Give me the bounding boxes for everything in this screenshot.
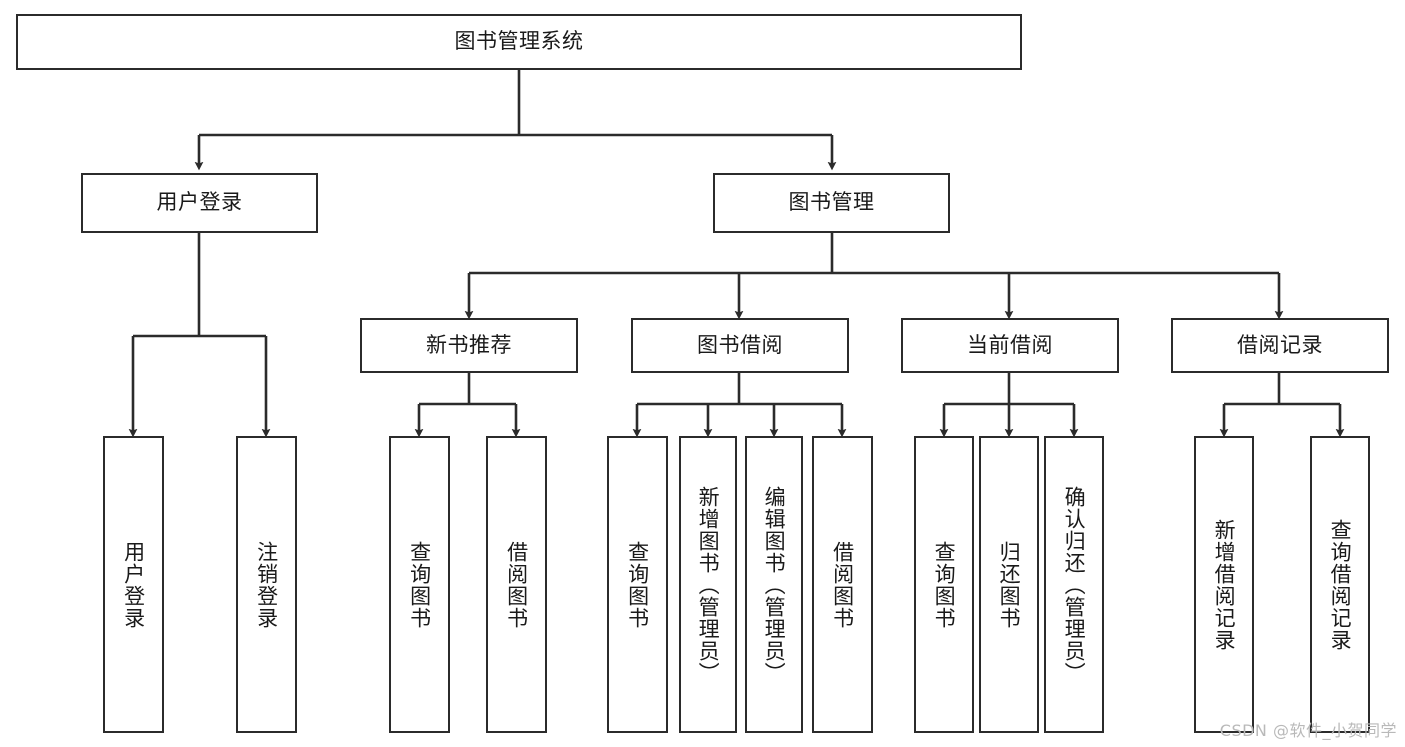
node-leaf-edit-book-admin[interactable]: 编辑图书（管理员） — [745, 436, 803, 733]
node-leaf-add-book-admin[interactable]: 新增图书（管理员） — [679, 436, 737, 733]
node-label: 借阅图书 — [504, 540, 529, 629]
node-leaf-user-login[interactable]: 用户登录 — [103, 436, 164, 733]
node-root-book-management-system[interactable]: 图书管理系统 — [16, 14, 1022, 70]
node-label: 新增图书（管理员） — [696, 485, 721, 684]
node-leaf-logout[interactable]: 注销登录 — [236, 436, 297, 733]
node-label: 当前借阅 — [967, 332, 1053, 357]
node-label: 注销登录 — [254, 540, 279, 629]
node-label: 借阅记录 — [1237, 332, 1323, 357]
node-new-book-recommend[interactable]: 新书推荐 — [360, 318, 578, 373]
node-label: 归还图书 — [997, 540, 1022, 629]
node-label: 查询借阅记录 — [1328, 518, 1353, 651]
node-label: 编辑图书（管理员） — [762, 485, 787, 684]
node-leaf-query-book-recommend[interactable]: 查询图书 — [389, 436, 450, 733]
node-book-borrow[interactable]: 图书借阅 — [631, 318, 849, 373]
node-label: 确认归还（管理员） — [1062, 485, 1087, 684]
node-leaf-borrow-book[interactable]: 借阅图书 — [812, 436, 873, 733]
node-leaf-confirm-return-admin[interactable]: 确认归还（管理员） — [1044, 436, 1104, 733]
node-label: 查询图书 — [407, 540, 432, 629]
node-label: 用户登录 — [156, 190, 243, 215]
node-current-borrow[interactable]: 当前借阅 — [901, 318, 1119, 373]
node-label: 用户登录 — [121, 540, 146, 629]
node-label: 新书推荐 — [426, 332, 512, 357]
node-leaf-add-borrow-record[interactable]: 新增借阅记录 — [1194, 436, 1254, 733]
node-leaf-borrow-book-recommend[interactable]: 借阅图书 — [486, 436, 547, 733]
node-label: 图书借阅 — [697, 332, 783, 357]
node-borrow-record[interactable]: 借阅记录 — [1171, 318, 1389, 373]
csdn-watermark: CSDN @软件_小贺同学 — [1219, 721, 1397, 740]
node-label: 查询图书 — [932, 540, 957, 629]
node-label: 查询图书 — [625, 540, 650, 629]
node-user-login[interactable]: 用户登录 — [81, 173, 318, 233]
node-label: 图书管理 — [788, 190, 875, 215]
node-leaf-query-book-current[interactable]: 查询图书 — [914, 436, 974, 733]
node-label: 新增借阅记录 — [1212, 518, 1237, 651]
node-label: 借阅图书 — [830, 540, 855, 629]
node-leaf-return-book[interactable]: 归还图书 — [979, 436, 1039, 733]
node-label: 图书管理系统 — [454, 29, 584, 54]
node-book-management[interactable]: 图书管理 — [713, 173, 950, 233]
node-leaf-query-borrow-record[interactable]: 查询借阅记录 — [1310, 436, 1370, 733]
node-leaf-query-book-borrow[interactable]: 查询图书 — [607, 436, 668, 733]
